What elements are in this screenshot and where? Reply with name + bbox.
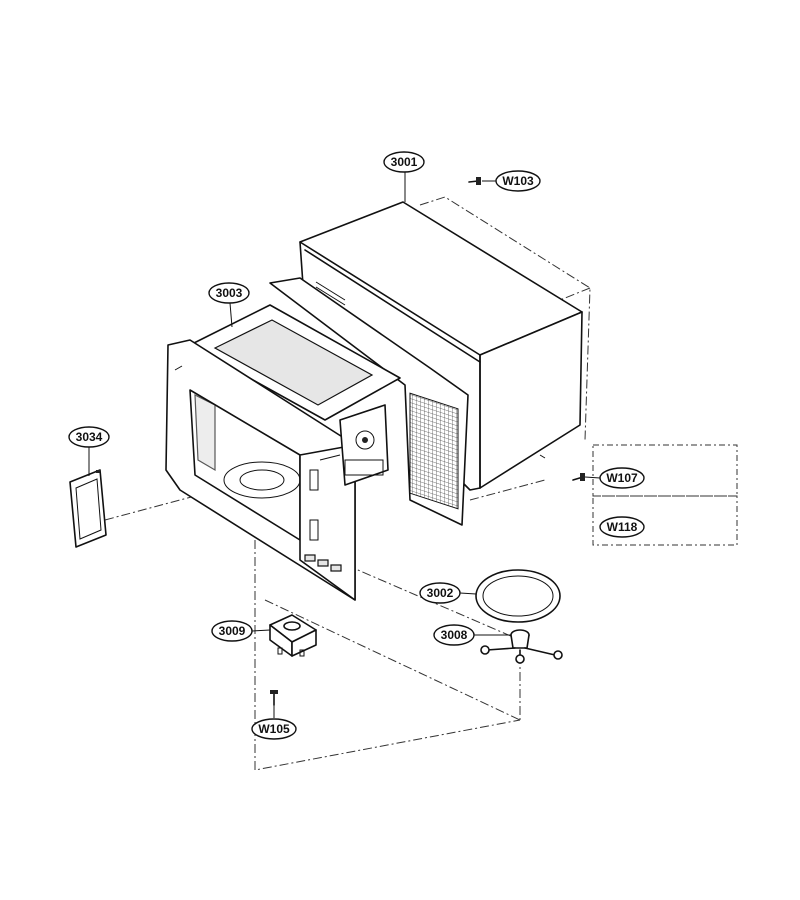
rear-panel-vent	[409, 392, 459, 510]
callout-W105: W105	[251, 718, 297, 740]
callout-3008: 3008	[433, 624, 475, 646]
waveguide-cover-3034	[69, 469, 107, 548]
screw-W107	[572, 473, 585, 481]
callout-label: 3008	[441, 628, 468, 642]
oven-cavity-3003	[165, 277, 469, 601]
callout-3001: 3001	[383, 151, 425, 173]
callout-label: W105	[258, 722, 290, 736]
callout-label: 3001	[391, 155, 418, 169]
callout-label: W107	[606, 471, 638, 485]
callout-3034: 3034	[68, 426, 110, 448]
callout-3003: 3003	[208, 282, 250, 304]
callout-3002: 3002	[419, 582, 461, 604]
callout-W118: W118	[599, 516, 645, 538]
screw-W105	[270, 690, 278, 706]
callout-label: 3003	[216, 286, 243, 300]
callout-W103: W103	[495, 170, 541, 192]
turntable-motor-3009	[269, 614, 317, 657]
callout-W107: W107	[599, 467, 645, 489]
callout-label: W118	[607, 520, 638, 534]
callout-label: 3002	[427, 586, 454, 600]
callout-label: 3034	[76, 430, 103, 444]
callout-label: 3009	[219, 624, 246, 638]
screw-W103	[468, 177, 481, 185]
callout-label: W103	[502, 174, 534, 188]
leader-lines	[88, 172, 601, 718]
glass-tray-3002	[475, 569, 561, 623]
option-box-W118	[592, 495, 738, 546]
callout-3009: 3009	[211, 620, 253, 642]
